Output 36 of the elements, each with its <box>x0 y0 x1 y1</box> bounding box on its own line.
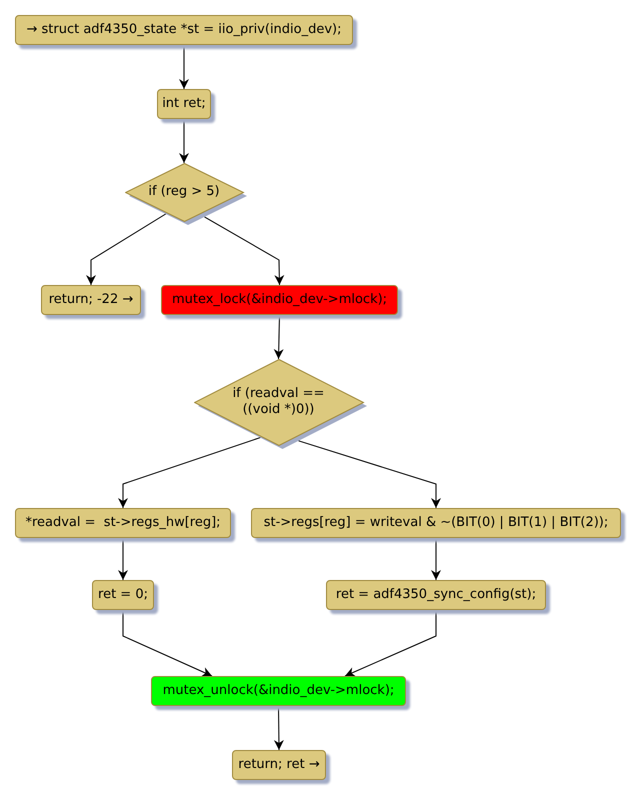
process-box <box>157 89 211 119</box>
arrow <box>274 706 284 750</box>
code-text: mutex_unlock(&indio_dev->mlock); <box>162 683 394 699</box>
process-box <box>161 285 398 315</box>
arrow <box>344 610 436 677</box>
code-text: return; -22 → <box>48 292 134 308</box>
decision-diamond <box>125 163 247 225</box>
process-box <box>232 750 326 780</box>
code-text: return; ret → <box>238 757 320 773</box>
code-text: ret = 0; <box>98 587 148 603</box>
arrow <box>118 436 263 508</box>
arrow <box>274 314 284 360</box>
arrow <box>298 440 441 508</box>
process-box <box>151 676 406 706</box>
code-text: ret = adf4350_sync_config(st); <box>336 587 536 603</box>
arrow <box>179 44 189 90</box>
code-text: mutex_lock(&indio_dev->mlock); <box>172 292 388 308</box>
process-box <box>41 285 141 315</box>
arrow <box>431 538 441 580</box>
code-text: st->regs[reg] = writeval & ~(BIT(0) | BIT(1) | BIT(2)); <box>264 515 608 531</box>
code-text: int ret; <box>162 96 206 112</box>
code-text: *readval = st->regs_hw[reg]; <box>25 515 221 531</box>
arrow <box>204 216 284 286</box>
process-box <box>326 580 546 610</box>
arrow <box>86 212 168 286</box>
process-box <box>92 580 154 610</box>
process-box <box>15 508 231 538</box>
process-box <box>251 508 621 538</box>
arrow <box>179 118 189 164</box>
arrow <box>122 610 212 676</box>
condition-text: if (readval == ((void *)0)) <box>232 386 326 418</box>
decision-diamond <box>194 359 367 449</box>
code-text: → struct adf4350_state *st = iio_priv(indio_dev); <box>26 22 342 38</box>
arrow <box>118 538 128 580</box>
process-box <box>15 15 353 45</box>
condition-text: if (reg > 5) <box>148 184 220 200</box>
